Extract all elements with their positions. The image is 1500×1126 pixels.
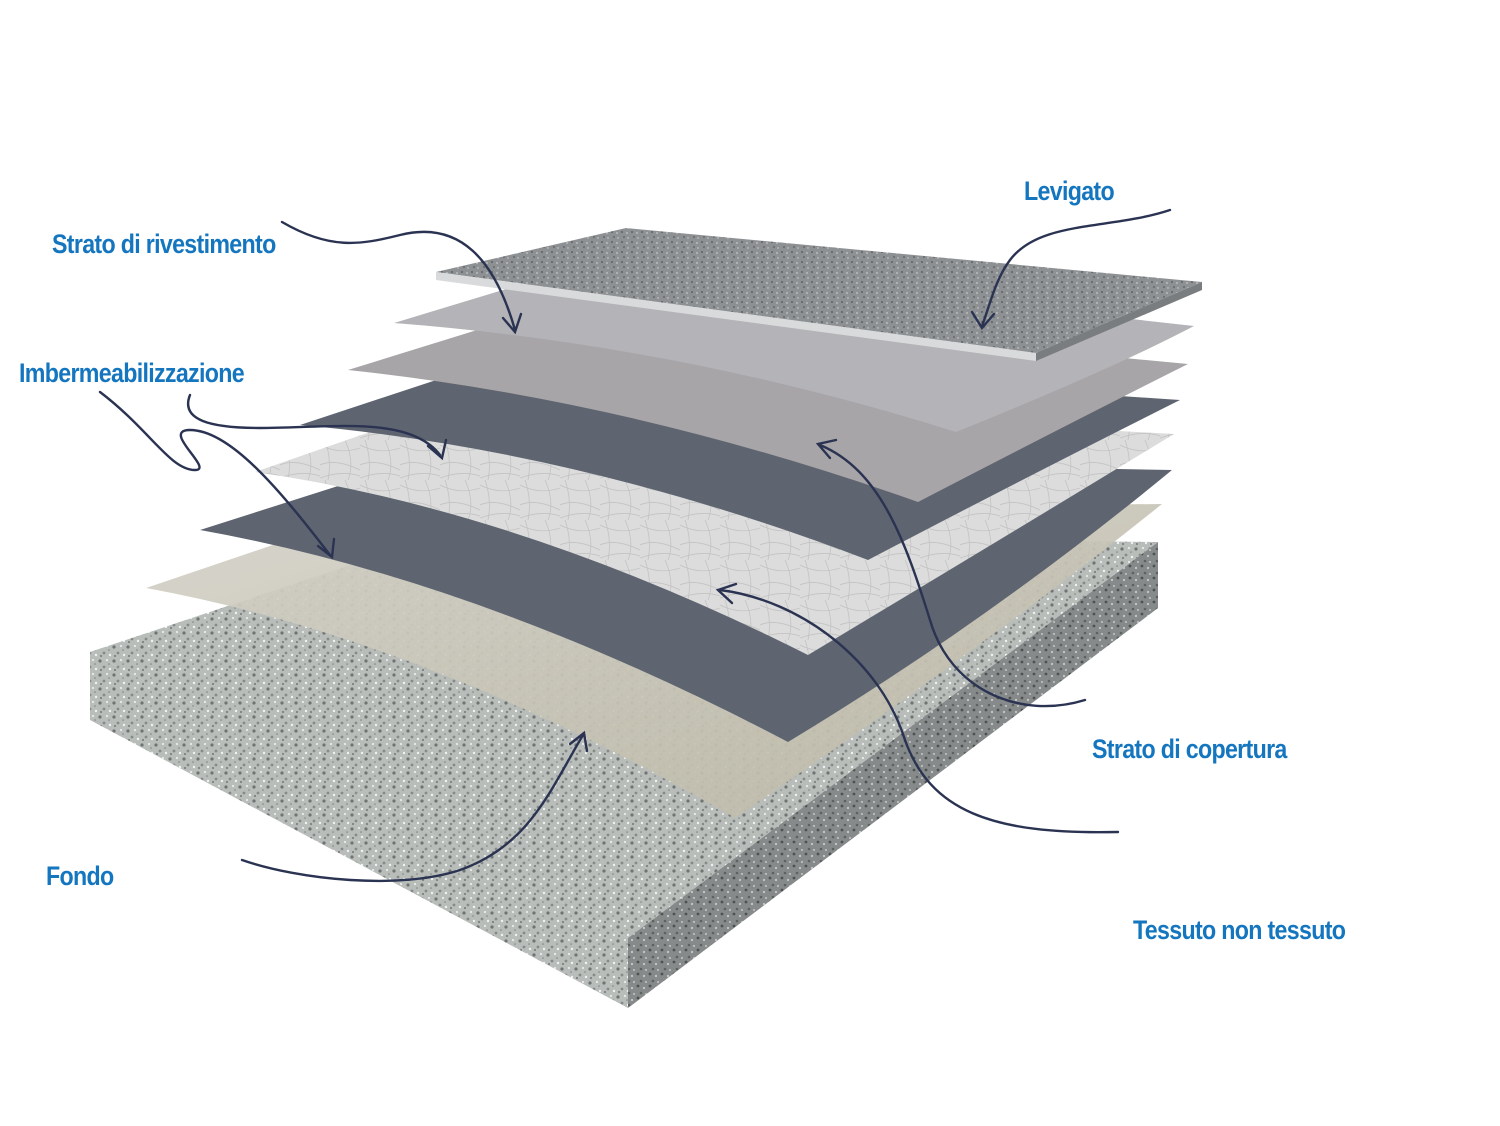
coating-layer	[394, 260, 1194, 432]
arrowhead-copertura	[815, 438, 838, 460]
arrowhead-imbermeabilizzazione-upper	[426, 438, 448, 461]
arrowhead-imbermeabilizzazione-lower	[316, 537, 336, 560]
arrow-imbermeabilizzazione-upper	[187, 393, 442, 457]
arrowhead-fondo	[568, 730, 589, 753]
smooth-top-surface	[436, 228, 1202, 353]
arrowhead-tessuto	[715, 582, 738, 605]
slab-side-face	[628, 542, 1158, 1008]
label-imbermeabilizzazione: Imbermeabilizzazione	[19, 358, 245, 388]
smooth-side-edge	[1036, 282, 1202, 361]
arrowhead-rivestimento	[501, 312, 523, 335]
arrow-fondo	[240, 733, 585, 883]
arrowhead-levigato	[970, 310, 996, 331]
smooth-top-layer	[436, 228, 1202, 361]
label-tessuto-non-tessuto: Tessuto non tessuto	[1133, 915, 1346, 945]
label-levigato: Levigato	[1024, 176, 1115, 206]
slab-front-face	[90, 652, 628, 1008]
smooth-top-edge	[436, 272, 1036, 361]
label-strato-copertura: Strato di copertura	[1092, 734, 1287, 764]
arrow-tessuto	[718, 588, 1120, 834]
arrow-imbermeabilizzazione-lower	[98, 390, 332, 557]
label-fondo: Fondo	[46, 861, 114, 891]
label-strato-rivestimento: Strato di rivestimento	[52, 229, 276, 259]
arrow-rivestimento	[280, 220, 517, 332]
arrows	[98, 208, 1172, 883]
arrow-copertura	[818, 443, 1087, 708]
arrow-levigato	[980, 208, 1172, 328]
